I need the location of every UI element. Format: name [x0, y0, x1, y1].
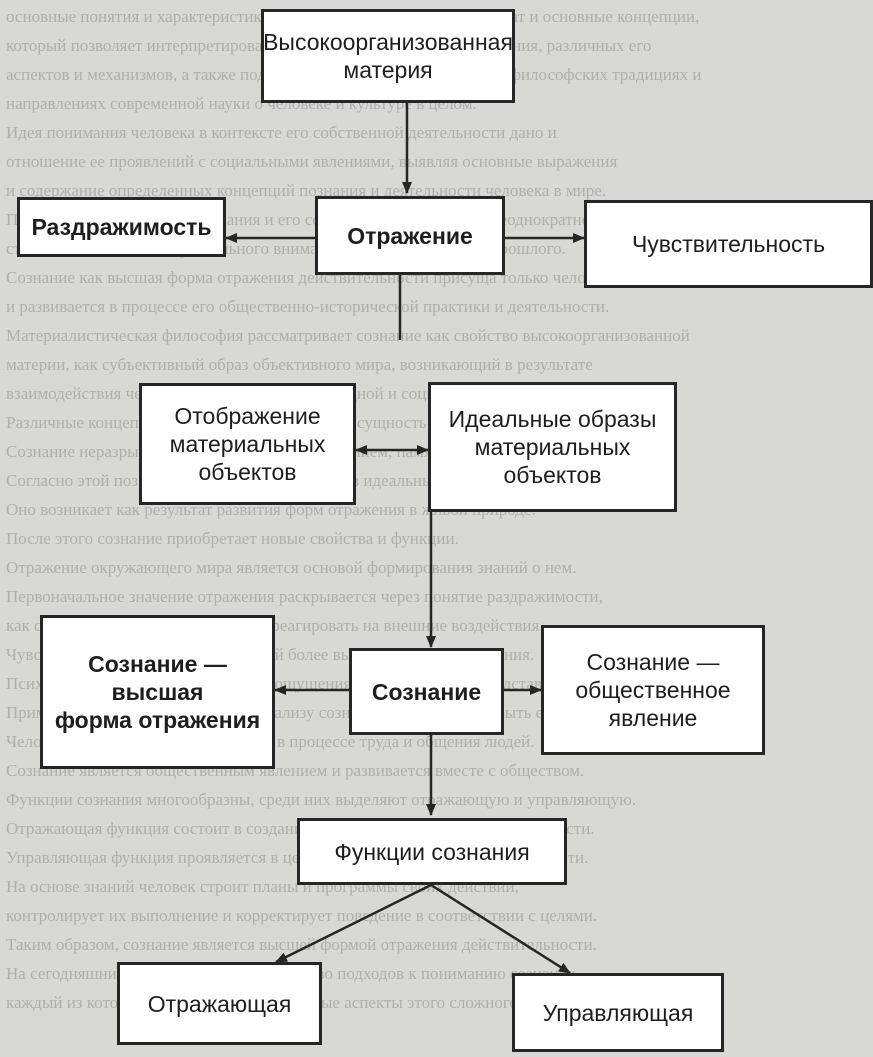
box-consciousness: Сознание [349, 648, 504, 735]
background-text-line: контролирует их выполнение и корректируе… [6, 906, 598, 925]
box-sensitivity: Чувствительность [584, 200, 873, 288]
box-reflection: Отражение [315, 196, 505, 275]
box-reflecting: Отражающая [117, 962, 322, 1045]
background-text-line: отношение ее проявлений с социальными яв… [6, 152, 618, 171]
arrow-functions-to-reflecting [275, 883, 432, 964]
box-consciousness-highest: Сознание — высшая форма отражения [40, 615, 275, 769]
background-text-line: Отражение окружающего мира является осно… [6, 558, 577, 577]
background-text-line: После этого сознание приобретает новые с… [6, 529, 459, 548]
background-text-line: и содержание определенных концепций позн… [6, 181, 607, 200]
box-display-objects: Отображение материальных объектов [139, 383, 356, 505]
background-text-line: Материалистическая философия рассматрива… [6, 326, 690, 345]
background-text-line: Функции сознания многообразны, среди них… [6, 790, 637, 809]
arrow-functions-to-controlling [430, 883, 571, 975]
background-text-line: Идея понимания человека в контексте его … [6, 123, 557, 142]
box-controlling: Управляющая [512, 973, 724, 1052]
background-text-line: Таким образом, сознание является высшей … [6, 935, 597, 954]
box-high-matter: Высокоорганизованная материя [261, 9, 515, 103]
box-functions: Функции сознания [297, 818, 567, 885]
background-text-line: Оно возникает как результат развития фор… [6, 500, 536, 519]
background-text-line: Первоначальное значение отражения раскры… [6, 587, 603, 606]
box-irritability: Раздражимость [17, 197, 226, 257]
background-text-line: и развивается в процессе его общественно… [6, 297, 610, 316]
background-text-line: материи, как субъективный образ объектив… [6, 355, 593, 374]
box-consciousness-social: Сознание — общественное явление [541, 625, 765, 755]
box-ideal-images: Идеальные образы материальных объектов [428, 382, 677, 512]
